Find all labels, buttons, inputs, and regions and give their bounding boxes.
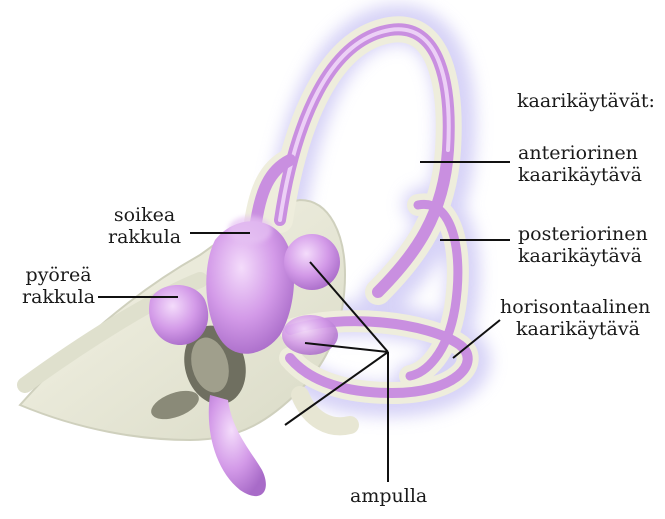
- label-ampulla: ampulla: [350, 485, 427, 507]
- label-horizontal-line2: kaarikäytävä: [500, 318, 650, 340]
- label-saccule: pyöreä rakkula: [22, 264, 95, 308]
- label-ampulla-text: ampulla: [350, 485, 427, 507]
- label-anterior-line1: anteriorinen: [518, 142, 642, 164]
- label-posterior-canal: posteriorinen kaarikäytävä: [518, 223, 648, 267]
- label-anterior-canal: anteriorinen kaarikäytävä: [518, 142, 642, 186]
- label-semicircular-canals: kaarikäytävät:: [517, 90, 655, 112]
- label-utricle-line2: rakkula: [108, 226, 181, 248]
- label-utricle: soikea rakkula: [108, 204, 181, 248]
- label-utricle-line1: soikea: [108, 204, 181, 226]
- ampulla-bulb: [284, 234, 340, 290]
- label-saccule-line1: pyöreä: [22, 264, 95, 286]
- label-horizontal-line1: horisontaalinen: [500, 296, 650, 318]
- label-anterior-line2: kaarikäytävä: [518, 164, 642, 186]
- label-horizontal-canal: horisontaalinen kaarikäytävä: [500, 296, 650, 340]
- label-saccule-line2: rakkula: [22, 286, 95, 308]
- label-heading-text: kaarikäytävät:: [517, 90, 655, 112]
- label-posterior-line2: kaarikäytävä: [518, 245, 648, 267]
- label-posterior-line1: posteriorinen: [518, 223, 648, 245]
